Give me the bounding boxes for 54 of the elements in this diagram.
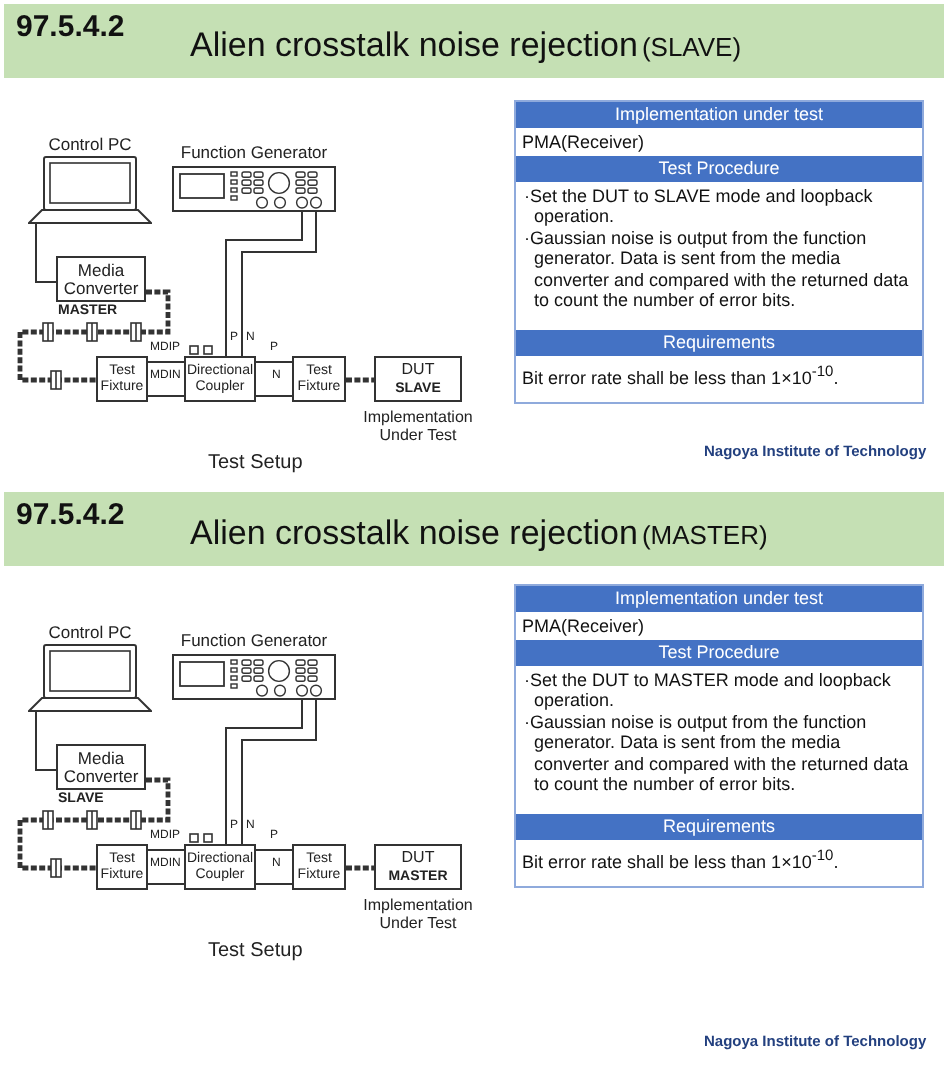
connection-line [255,395,293,397]
connection-line [241,699,317,845]
figure-caption: Test Setup [208,940,303,962]
connection-line [255,849,293,851]
connection-line [241,211,317,357]
section-title: Alien crosstalk noise rejection [190,514,638,554]
procedure-step: ·Set the DUT to MASTER mode and loopback operation. [516,667,922,711]
table-header: Requirements [516,329,922,355]
device-label: Function Generator [180,628,328,654]
procedure-step: ·Gaussian noise is output from the function generator. Data is sent from the media converter and compared with the returned data to count the number of error bits. [516,227,922,329]
table-header: Implementation under test [516,586,922,612]
connection-line [147,883,185,885]
section-title-mode: (MASTER) [641,520,768,550]
table-header: Test Procedure [516,155,922,181]
device-name: DUT [401,850,435,868]
cable [17,289,171,383]
section-title-mode: (SLAVE) [641,32,742,62]
section-number: 97.5.4.2 [16,498,125,532]
table-header: Implementation under test [516,102,922,128]
requirement-text: Bit error rate shall be less than 1×10$^{-10}$. [520,359,841,391]
device-box [374,356,462,402]
device-name: DUT [401,362,435,380]
table-entry: PMA(Receiver) [520,130,647,155]
device-box: Media Converter [56,744,146,790]
connection-line [35,711,57,771]
connection-line [35,223,57,283]
device-caption: Implementation Under Test [361,408,475,445]
device-caption: Implementation Under Test [361,896,475,933]
connection-line [225,211,303,357]
cable [17,777,171,871]
section-title: Alien crosstalk noise rejection [190,26,638,66]
device-label: Function Generator [180,140,328,166]
connection-line [255,883,293,885]
requirement-text: Bit error rate shall be less than 1×10$^{-10}$. [520,843,841,875]
title-band [4,4,944,78]
procedure-step: ·Gaussian noise is output from the function generator. Data is sent from the media converter and compared with the returned data to count the number of error bits. [516,711,922,813]
device-box [374,844,462,890]
figure-caption: Test Setup [208,452,303,474]
cable [346,865,374,871]
procedure-step: ·Set the DUT to SLAVE mode and loopback operation. [516,183,922,227]
section-number: 97.5.4.2 [16,10,125,44]
connection-line [255,361,293,363]
connection-line [147,849,185,851]
table-header: Requirements [516,813,922,839]
cable [346,377,374,383]
device-label: Control PC [48,132,132,156]
connection-line [225,699,303,845]
title-band [4,492,944,566]
device-label: Control PC [48,620,132,644]
connection-line [147,361,185,363]
connection-line [147,395,185,397]
table-header: Test Procedure [516,639,922,665]
device-box: Media Converter [56,256,146,302]
table-entry: PMA(Receiver) [520,614,647,639]
